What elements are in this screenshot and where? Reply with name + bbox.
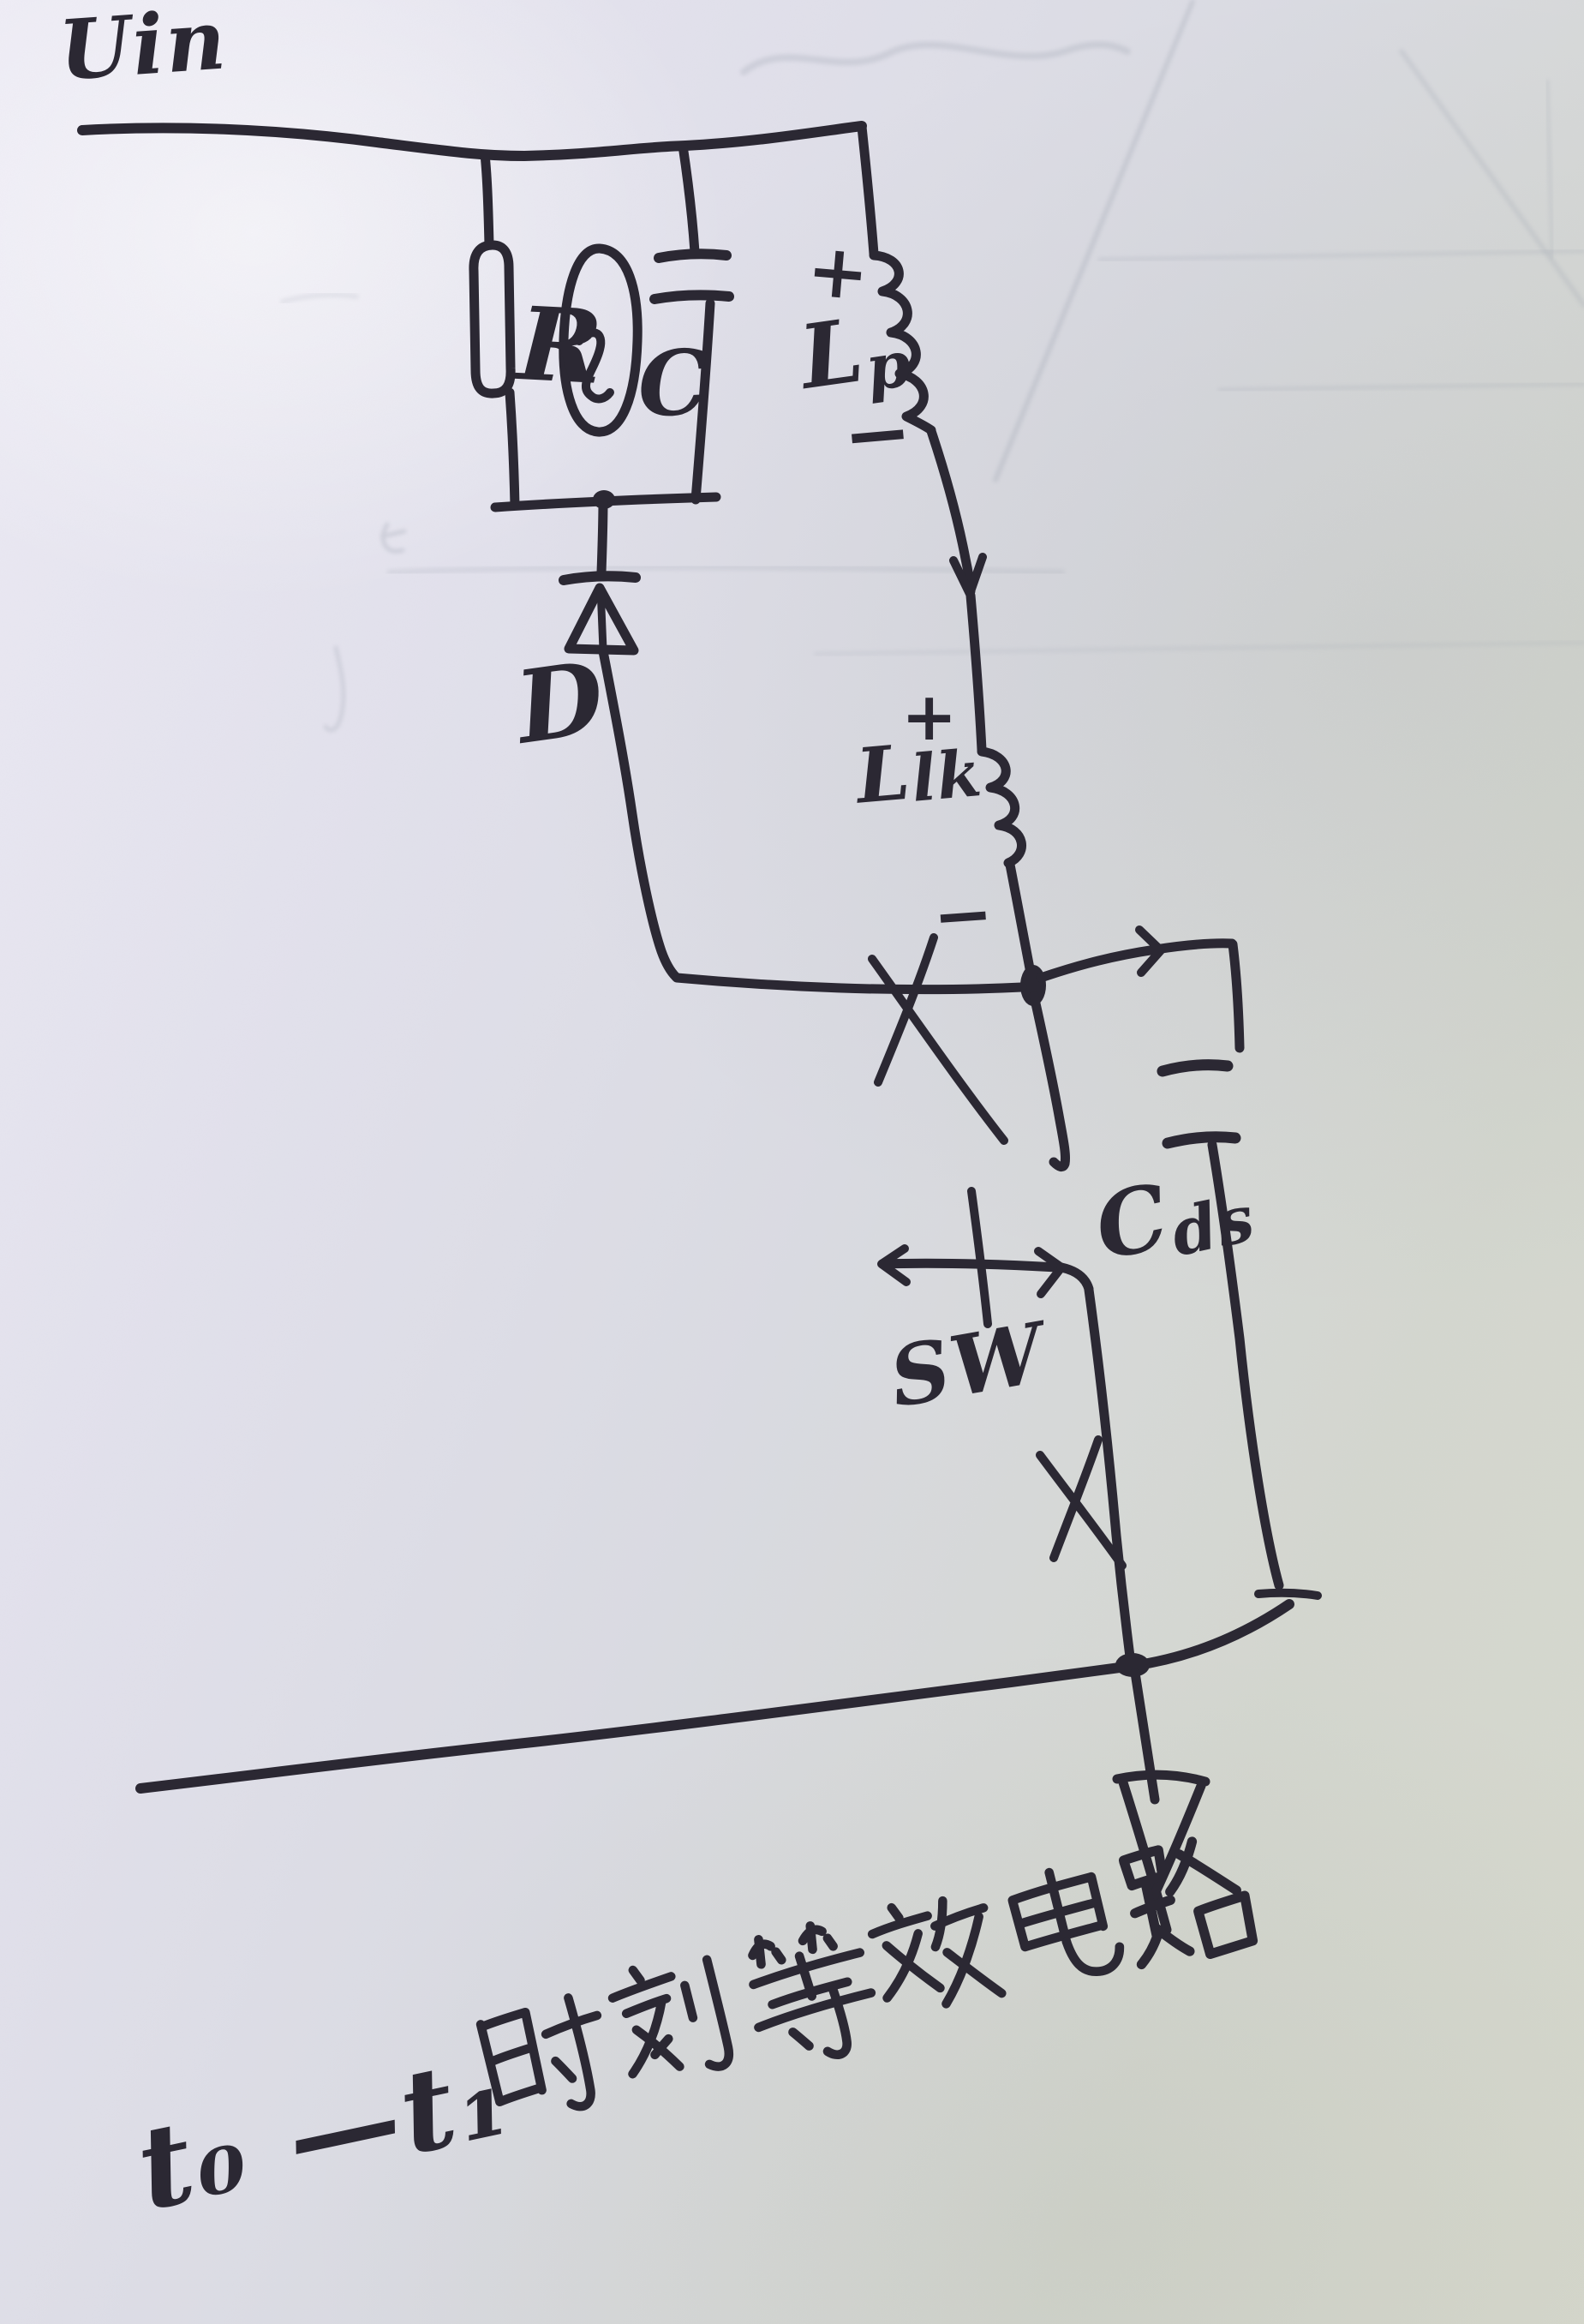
cross-out-1-stroke-b [868, 955, 1008, 1145]
ghost-diagonal-left [993, 0, 1195, 482]
resistor-label: R [515, 284, 607, 408]
sw-arrow-right-icon [1034, 1247, 1066, 1298]
bottom-rail [135, 1599, 1294, 1794]
wire-diode-to-junction [672, 973, 1027, 995]
rc-snubber [469, 141, 734, 512]
caption-chinese-strokes [475, 1836, 1258, 2111]
ghost-mark-left [380, 522, 407, 554]
cross-out-mark-1 [868, 933, 1008, 1145]
glyph-deng [748, 1921, 876, 2059]
sw-arrow-left-icon [877, 1244, 911, 1286]
junction-dot-bottom [1115, 1653, 1150, 1677]
capacitor-lead-top [678, 141, 700, 257]
bleed-through-marks [280, 0, 1584, 733]
snubber-cap-label: C [635, 328, 714, 438]
ghost-descender-mark [323, 645, 346, 733]
output-triangle-right [1145, 1781, 1206, 1910]
ghost-rule-2 [1217, 381, 1584, 392]
oval-inner-squiggle [575, 328, 614, 404]
glyph-lu [1118, 1836, 1258, 1970]
capacitor-plate-top [654, 249, 732, 263]
diode-lead-bottom [598, 646, 681, 982]
sw-horizontal-wire [877, 1258, 1062, 1273]
resistor-symbol [469, 240, 516, 398]
lp-lead-top [857, 122, 879, 259]
diode-cathode-bar [559, 571, 641, 585]
diode-lead-top [596, 495, 608, 578]
lp-coil-symbol [869, 250, 936, 435]
diode-branch [559, 495, 1027, 995]
cross-out-2-stroke-b [1049, 1435, 1103, 1562]
ghost-vertical-right [1545, 79, 1555, 260]
cds-plate-bottom [1162, 1131, 1241, 1149]
ghost-handwriting-top [740, 41, 1131, 75]
sw-wire-from-junction [1029, 991, 1070, 1172]
lp-plus-mark: + [803, 226, 875, 319]
switch-label: SW [882, 1303, 1053, 1427]
cds-lead-top [1228, 939, 1245, 1053]
ink-strokes [77, 121, 1322, 2111]
top-rail-wire [77, 121, 867, 161]
llk-lead-top [965, 590, 987, 755]
current-arrow-down-icon [949, 553, 987, 598]
glyph-xiao [867, 1896, 1007, 2009]
diode-label: D [509, 638, 613, 767]
switch-branch [877, 991, 1136, 1668]
sw-contact-stroke [967, 1187, 992, 1328]
cds-lead-bottom [1207, 1140, 1284, 1590]
primary-inductor-branch [857, 122, 987, 598]
lp-minus-mark: − [839, 381, 918, 485]
ghost-rule-1 [1097, 249, 1584, 262]
capacitor-plate-bottom [649, 290, 734, 304]
cds-corner-tick [1254, 1588, 1322, 1600]
cross-out-mark-2 [1036, 1435, 1127, 1570]
cross-out-2-stroke-a [1036, 1451, 1127, 1570]
sw-wire-down [1084, 1285, 1136, 1668]
cds-branch [1036, 925, 1322, 1600]
capacitor-lead-bottom [690, 298, 715, 505]
lp-lead-bottom [926, 426, 976, 596]
diode-center-wire [596, 584, 607, 654]
glyph-shi [475, 1993, 602, 2111]
output-wire [1130, 1668, 1160, 1805]
ghost-diagonal-right [1399, 49, 1584, 308]
glyph-dian [1007, 1867, 1125, 1977]
ghost-arrow-mark [280, 292, 359, 304]
input-voltage-label: Uin [56, 0, 230, 99]
llk-plus-mark: + [901, 678, 959, 756]
current-arrow-right-icon [1135, 925, 1165, 977]
llk-minus-mark: − [929, 869, 998, 959]
resistor-lead-bottom [505, 387, 520, 511]
ghost-rule-3 [813, 640, 1584, 656]
oval-scribble [559, 243, 643, 437]
bottom-rail-wire [135, 1599, 1294, 1794]
resistor-lead-top [480, 149, 494, 250]
cds-plate-top [1157, 1059, 1234, 1077]
llk-coil-symbol [977, 746, 1026, 868]
output-triangle-top [1112, 1770, 1210, 1787]
glyph-ke [607, 1955, 734, 2079]
